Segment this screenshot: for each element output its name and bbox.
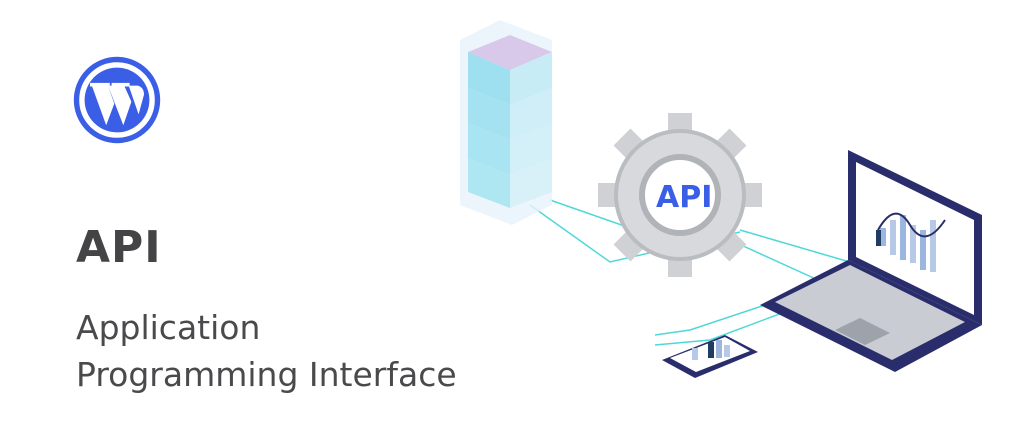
wordpress-logo xyxy=(73,56,161,144)
laptop-icon xyxy=(760,150,982,372)
gear-label: API xyxy=(656,180,712,215)
subtitle-line-2: Programming Interface xyxy=(76,355,457,394)
api-illustration: API xyxy=(460,20,982,378)
page-subtitle: Application Programming Interface xyxy=(76,304,457,398)
subtitle-line-1: Application xyxy=(76,308,261,347)
laptop-chart-icon xyxy=(876,212,946,272)
smartphone-icon xyxy=(662,335,758,378)
server-stack-icon xyxy=(460,20,552,225)
gear-icon: API xyxy=(598,113,762,277)
page-title: API xyxy=(76,222,162,273)
